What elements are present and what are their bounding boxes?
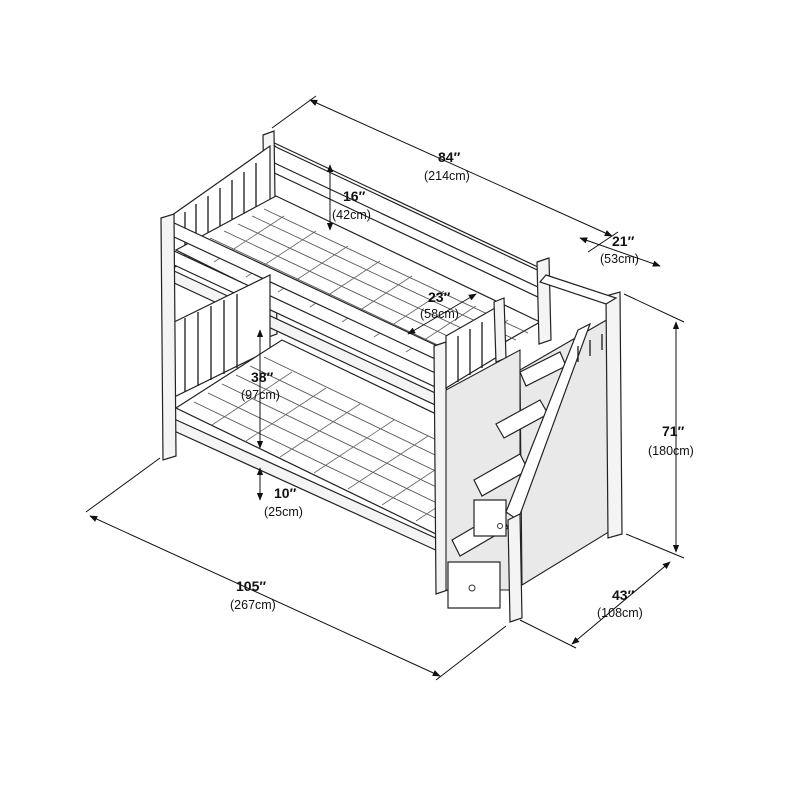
drawer-knob-middle (497, 523, 503, 529)
depth-imperial-label: 21″ (612, 233, 635, 249)
handrail-slats (577, 334, 603, 362)
stair-drawer-bottom (447, 561, 501, 609)
ext-line-height-bottom (625, 533, 685, 559)
under-bed-metric-label: (25cm) (264, 505, 303, 519)
opening-imperial-label: 23″ (428, 289, 451, 305)
total-length-imperial-label: 105″ (236, 578, 266, 594)
length-imperial-label: 84″ (438, 149, 461, 165)
stair-back-post (605, 291, 623, 539)
stair-top-cap (538, 274, 618, 305)
top-end-guard-slats (457, 322, 483, 382)
height-metric-label: (180cm) (648, 444, 694, 458)
ext-line-total-left (85, 457, 161, 513)
length-metric-label: (214cm) (424, 169, 470, 183)
total-length-metric-label: (267cm) (230, 598, 276, 612)
total-depth-metric-label: (108cm) (597, 606, 643, 620)
total-depth-imperial-label: 43″ (612, 587, 635, 603)
back-right-post (536, 257, 552, 345)
height-imperial-label: 71″ (662, 423, 685, 439)
bed-structure (160, 130, 623, 623)
depth-metric-label: (53cm) (600, 252, 639, 266)
rail-height-imperial-label: 16″ (343, 188, 366, 204)
stair-drawer-middle (473, 499, 507, 537)
dim-line-total-depth (571, 561, 671, 645)
ext-line-height-top (623, 293, 685, 323)
dim-line-depth (579, 237, 661, 267)
dim-line-total-length (89, 515, 441, 677)
ext-line-total-right (435, 625, 507, 681)
ext-line-depth-left (519, 619, 577, 649)
dim-line-opening (407, 293, 477, 335)
front-left-post (160, 213, 177, 461)
dimension-labels: 84″ (214cm) 21″ (53cm) 16″ (42cm) 23″ (5… (230, 149, 694, 620)
top-end-guard-post (493, 297, 507, 363)
rail-height-metric-label: (42cm) (332, 208, 371, 222)
clearance-metric-label: (97cm) (241, 388, 280, 402)
dim-line-length (309, 99, 613, 237)
drawer-knob-bottom (468, 584, 476, 592)
ext-line-length-left (271, 95, 317, 129)
dimension-lines (85, 95, 685, 681)
bottom-headboard-slats (184, 294, 238, 392)
under-bed-imperial-label: 10″ (274, 485, 297, 501)
stair-front-post (507, 513, 523, 623)
clearance-imperial-label: 38″ (251, 369, 274, 385)
opening-metric-label: (58cm) (420, 307, 459, 321)
staircase (445, 274, 623, 623)
